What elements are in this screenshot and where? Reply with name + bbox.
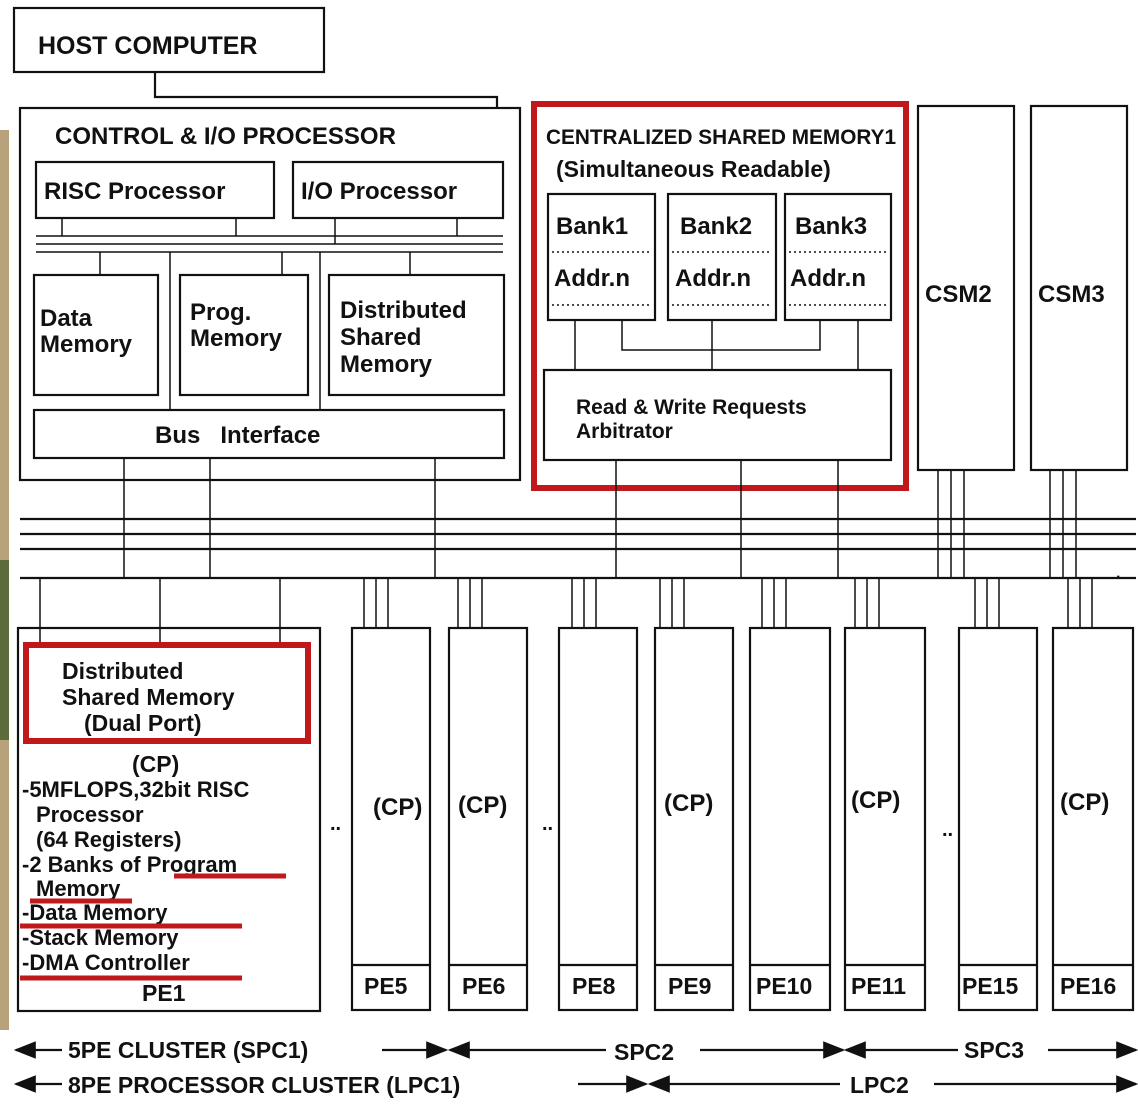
pe10-label: PE10 [756,973,812,999]
arbitrator-line-2: Arbitrator [576,420,673,443]
pe5-box: (CP) PE5 [352,578,430,1010]
pe1-feature-3: (64 Registers) [36,827,182,852]
bank-2-label: Bank2 [680,213,752,240]
pe16-label: PE16 [1060,973,1116,999]
pe1-cp-label: (CP) [132,751,179,777]
cluster-spans: 5PE CLUSTER (SPC1) SPC2 SPC3 8PE PROCESS… [16,1037,1136,1098]
pe9-cp-label: (CP) [664,790,713,817]
csm3-label: CSM3 [1038,281,1105,308]
left-edge-strip-dark [0,560,9,740]
pe1-feature-2: Processor [36,802,144,827]
pe6-box: (CP) PE6 [449,578,527,1010]
csm2: CSM2 [918,106,1014,470]
bank-1-label: Bank1 [556,213,628,240]
pe1-dsm-line-3: (Dual Port) [84,710,202,736]
bank-3-label: Bank3 [795,213,867,240]
io-processor-label: I/O Processor [301,178,457,205]
pe16-cp-label: (CP) [1060,789,1109,816]
pe9-label: PE9 [668,973,711,999]
ellipsis-2: .. [542,813,553,835]
pe10-box: PE10 [750,578,830,1010]
csm1-subtitle: (Simultaneous Readable) [556,156,831,182]
pe6-cp-label: (CP) [458,792,507,819]
pe11-label: PE11 [851,973,906,999]
pe8-label: PE8 [572,973,616,999]
pe1-feature-6: -Data Memory [22,900,168,925]
bank-1: Bank1 Addr.n [548,194,655,320]
bank-3-addr: Addr.n [790,265,866,292]
bank-2-addr: Addr.n [675,265,751,292]
bank-1-addr: Addr.n [554,265,630,292]
control-io-processor: CONTROL & I/O PROCESSOR RISC Processor I… [20,108,520,480]
bus-interface-label: Bus Interface [155,422,320,449]
pe6-label: PE6 [462,973,505,999]
pe1-feature-8: -DMA Controller [22,950,190,975]
bank-2: Bank2 Addr.n [668,194,776,320]
host-computer: HOST COMPUTER [14,8,324,72]
pe8-box: PE8 [559,578,637,1010]
pe11-cp-label: (CP) [851,787,900,814]
svg-text:.: . [1116,565,1120,582]
processing-elements: (CP) PE5 (CP) PE6 PE8 (CP) PE9 PE10 (CP) PE11 PE15… [352,578,1133,1010]
data-memory-line-1: Data [40,305,93,332]
ellipsis-1: .. [330,813,341,835]
cio-title: CONTROL & I/O PROCESSOR [55,123,396,150]
pe1-label: PE1 [142,980,186,1006]
host-computer-label: HOST COMPUTER [38,32,257,60]
pe15-box: PE15 [959,578,1037,1010]
lpc2-label: LPC2 [850,1072,909,1098]
pe5-label: PE5 [364,973,408,999]
bank-3: Bank3 Addr.n [785,194,891,320]
spc3-label: SPC3 [964,1037,1024,1063]
ellipsis-3: .. [942,819,953,841]
pe11-box: (CP) PE11 [845,578,925,1010]
csm2-label: CSM2 [925,281,992,308]
centralized-shared-memory-1: CENTRALIZED SHARED MEMORY1 (Simultaneous… [534,104,906,488]
pe16-box: (CP) PE16 [1053,578,1133,1010]
pe1-dsm-line-2: Shared Memory [62,684,235,710]
pe1-dsm-line-1: Distributed [62,658,183,684]
arbitrator-line-1: Read & Write Requests [576,396,807,419]
pe9-box: (CP) PE9 [655,578,733,1010]
pe1: Distributed Shared Memory (Dual Port) (C… [18,578,320,1011]
data-memory-line-2: Memory [40,331,133,358]
lpc1-label: 8PE PROCESSOR CLUSTER (LPC1) [68,1072,460,1098]
dist-shared-memory-line-3: Memory [340,351,433,378]
dist-shared-memory-line-1: Distributed [340,297,467,324]
pe1-feature-4: -2 Banks of Program [22,852,237,877]
pe1-feature-5: Memory [36,876,121,901]
spc2-label: SPC2 [614,1039,674,1065]
prog-memory-line-2: Memory [190,325,283,352]
prog-memory-line-1: Prog. [190,299,251,326]
csm1-title: CENTRALIZED SHARED MEMORY1 [546,126,896,149]
pe5-cp-label: (CP) [373,794,422,821]
csm3: CSM3 [1031,106,1127,470]
pe1-feature-1: -5MFLOPS,32bit RISC [22,777,249,802]
spc1-label: 5PE CLUSTER (SPC1) [68,1037,308,1063]
dist-shared-memory-line-2: Shared [340,324,421,351]
global-bus: . [20,519,1136,582]
pe1-feature-7: -Stack Memory [22,925,179,950]
risc-processor-label: RISC Processor [44,178,225,205]
pe15-label: PE15 [962,973,1018,999]
